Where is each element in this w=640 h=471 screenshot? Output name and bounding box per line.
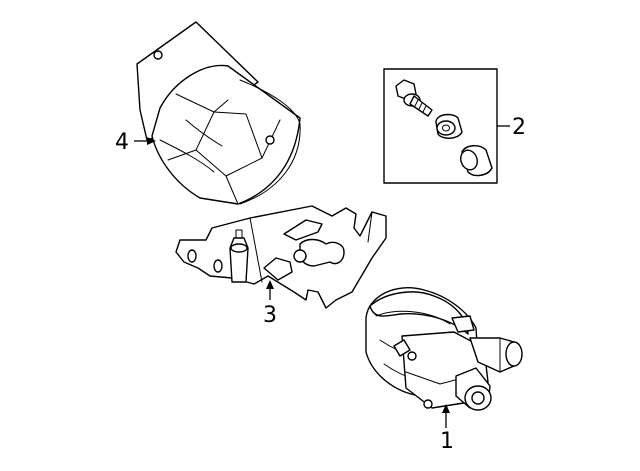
callout-1-leader [442,404,450,428]
callout-4-leader [134,137,156,145]
mounting-bracket[interactable] [175,205,387,309]
bolt-kit[interactable] [383,68,510,184]
callout-label-3: 3 [263,303,277,328]
callout-3-leader [266,280,274,300]
callout-label-4: 4 [115,130,129,155]
insulator-cover[interactable] [136,21,301,205]
callout-label-1: 1 [440,429,454,454]
water-pump[interactable] [365,287,523,411]
callout-label-2: 2 [512,115,526,140]
